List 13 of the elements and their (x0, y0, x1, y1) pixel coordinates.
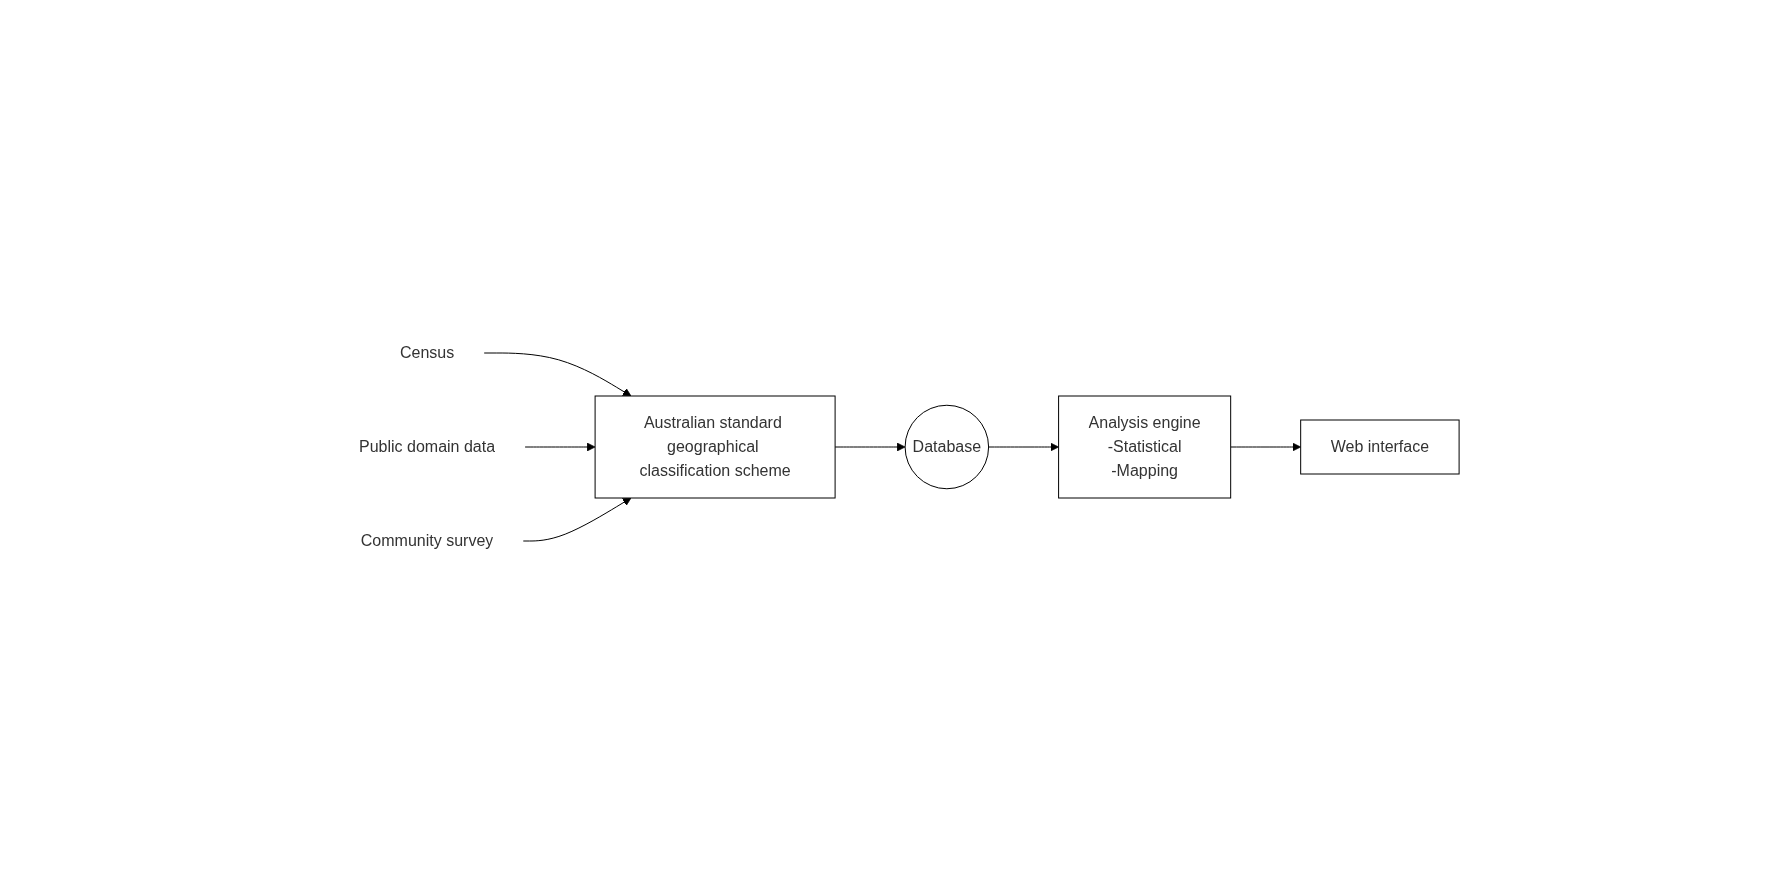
arrow (835, 442, 906, 451)
arrow (523, 497, 632, 541)
node-text: Community survey (361, 531, 494, 549)
arrow (1230, 442, 1302, 451)
node-box: Web interface (1300, 419, 1461, 474)
node-text: Census (400, 343, 455, 361)
node-text: Public domain data (359, 437, 496, 455)
node-circle: Database (905, 404, 990, 489)
arrow (484, 352, 632, 396)
arrow (525, 442, 596, 451)
node-box: Analysis engine -Statistical -Mapping (1058, 395, 1232, 498)
node-box: Australian standard geographical classification scheme (595, 395, 837, 498)
arrow (988, 442, 1060, 451)
